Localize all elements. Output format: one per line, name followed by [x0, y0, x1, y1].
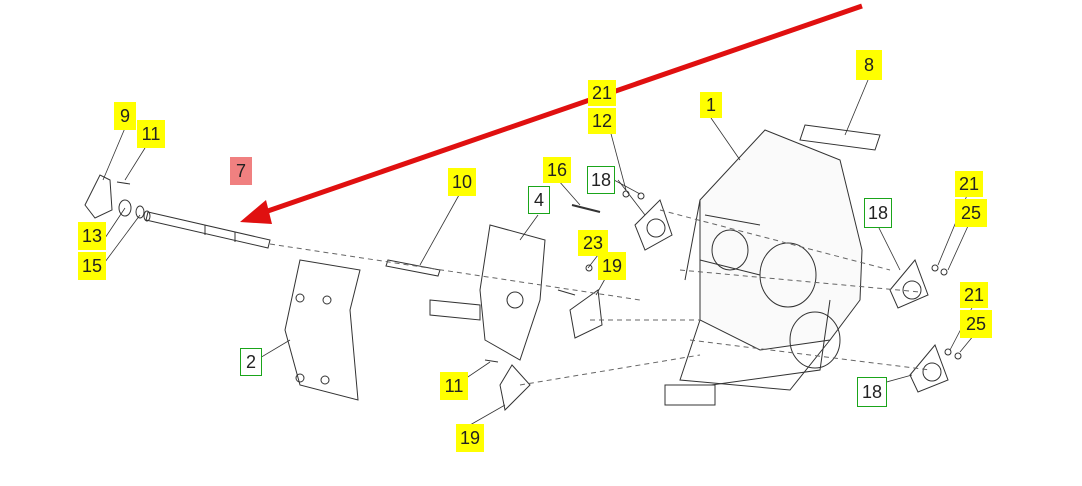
- callout-12[interactable]: 12: [588, 108, 616, 134]
- washer-part: [118, 199, 132, 217]
- callout-4[interactable]: 4: [528, 186, 550, 214]
- callout-18-upper[interactable]: 18: [587, 166, 615, 194]
- callout-11-upper[interactable]: 11: [137, 120, 165, 148]
- bearing-lower-part: [909, 344, 949, 393]
- nut-12-part: [622, 190, 630, 198]
- callout-15[interactable]: 15: [78, 252, 106, 280]
- callout-10[interactable]: 10: [448, 168, 476, 196]
- callout-25-right[interactable]: 25: [955, 199, 987, 227]
- nut-21-part: [637, 192, 645, 200]
- ring-part: [135, 205, 145, 219]
- cutter-block-part: [429, 224, 546, 361]
- bearing-right-part: [889, 259, 929, 309]
- plate-part: [799, 124, 881, 151]
- callout-1[interactable]: 1: [700, 92, 722, 118]
- callout-25-lower[interactable]: 25: [960, 310, 992, 338]
- bolt-11-part: [484, 359, 499, 363]
- callout-19-lower[interactable]: 19: [456, 424, 484, 452]
- bolt-23-part: [557, 289, 576, 296]
- bolt-part: [116, 181, 131, 185]
- callout-23[interactable]: 23: [578, 230, 608, 256]
- callout-21-right[interactable]: 21: [955, 171, 983, 197]
- flange-mid-part: [569, 289, 603, 339]
- callout-16[interactable]: 16: [543, 157, 571, 183]
- pin-part: [571, 204, 601, 213]
- callout-11-lower[interactable]: 11: [440, 372, 468, 400]
- callout-13[interactable]: 13: [78, 222, 106, 250]
- shaft-part: [143, 210, 271, 249]
- pointer-arrow: [240, 3, 863, 224]
- bracket-part: [84, 174, 113, 219]
- callout-8[interactable]: 8: [856, 50, 882, 80]
- callout-19-mid[interactable]: 19: [598, 252, 626, 280]
- callout-9[interactable]: 9: [114, 102, 136, 130]
- callout-2[interactable]: 2: [240, 348, 262, 376]
- housing-part: [664, 129, 863, 406]
- cover-part: [284, 259, 361, 401]
- bearing-upper-part: [634, 199, 673, 251]
- callout-18-right[interactable]: 18: [864, 198, 892, 228]
- flange-lower-part: [499, 364, 531, 412]
- callout-7-selected[interactable]: 7: [230, 157, 252, 185]
- callout-21-upper[interactable]: 21: [588, 80, 616, 106]
- callout-18-lower[interactable]: 18: [857, 377, 887, 407]
- callout-21-lower[interactable]: 21: [960, 282, 988, 308]
